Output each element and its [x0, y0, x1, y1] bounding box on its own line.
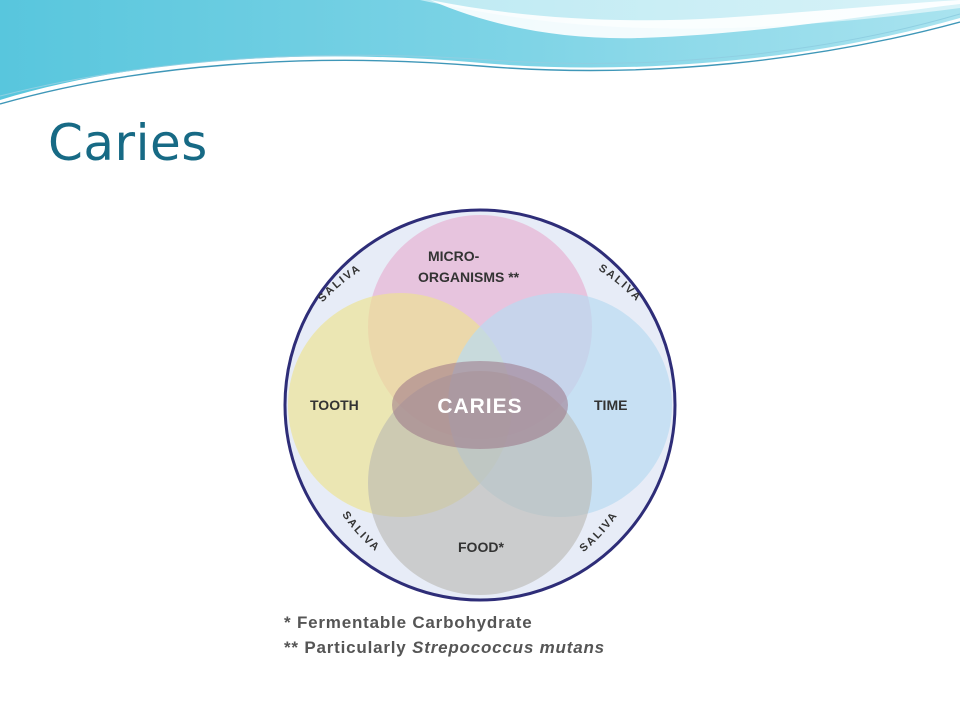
time-label: TIME [594, 397, 627, 413]
header-wave-line-2 [0, 13, 960, 97]
header-wave-white-swoosh [430, 0, 960, 39]
footnote-streptococcus: ** Particularly Strepococcus mutans [284, 638, 605, 658]
microorganisms-label-line2: ORGANISMS ** [418, 269, 520, 285]
header-wave-line-1 [0, 21, 960, 105]
caries-overlap-center [392, 361, 568, 449]
footnote-fermentable-carbohydrate: * Fermentable Carbohydrate [284, 613, 533, 632]
footnote-2-prefix: ** Particularly [284, 638, 413, 657]
footnote-2-species: Strepococcus mutans [412, 638, 605, 657]
food-label: FOOD* [458, 539, 504, 555]
header-wave-decoration [0, 0, 960, 105]
center-label: CARIES [437, 395, 522, 418]
microorganisms-label-line1: MICRO- [428, 248, 480, 264]
slide-title: Caries [48, 114, 208, 172]
tooth-label: TOOTH [310, 397, 359, 413]
caries-venn-diagram: CARIES MICRO- ORGANISMS ** TOOTH TIME FO… [270, 200, 690, 670]
